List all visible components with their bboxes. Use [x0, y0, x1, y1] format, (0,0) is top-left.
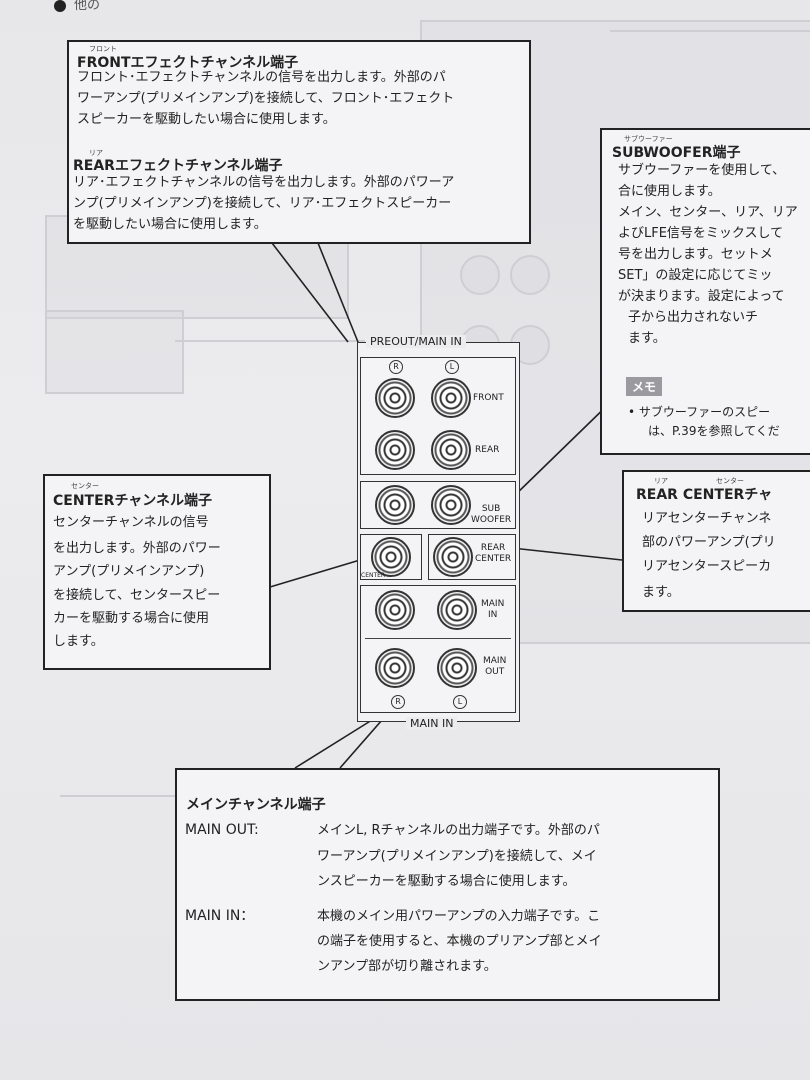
front-line-2: ワーアンプ(プリメインアンプ)を接続して、フロント･エフェクト — [77, 91, 455, 106]
subwoofer-jack-1 — [375, 485, 415, 525]
main-divider — [365, 638, 511, 639]
subwoofer-line-8: 子から出力されないチ — [628, 310, 759, 325]
front-line-1: フロント･エフェクトチャンネルの信号を出力します。外部のパ — [77, 70, 446, 85]
center-label: CENTER — [361, 572, 386, 579]
main-in-term: MAIN IN： — [185, 908, 255, 924]
panel-header: PREOUT/MAIN IN — [366, 335, 466, 348]
rear-line-3: を駆動したい場合に使用します。 — [73, 217, 267, 232]
subwoofer-line-7: が決まります。設定によって — [618, 289, 785, 304]
leader-rear-center — [511, 547, 623, 561]
rear-center-line-2: 部のパワーアンプ(プリ — [642, 535, 776, 550]
subwoofer-line-5: 号を出力します。セットメ — [618, 247, 773, 262]
top-fragment-text: 他の — [74, 0, 101, 13]
leader-center — [269, 559, 361, 588]
center-section: CENTER — [360, 534, 422, 580]
center-line-3: アンプ(プリメインアンプ) — [53, 564, 205, 579]
front-line-3: スピーカーを駆動したい場合に使用します。 — [77, 112, 336, 127]
front-r-jack — [375, 378, 415, 418]
rear-center-ruby-1: リア — [654, 477, 668, 485]
rear-center-jack — [433, 537, 473, 577]
main-channel-callout: メインチャンネル端子 MAIN OUT: メインL, Rチャンネルの出力端子です… — [175, 768, 720, 1001]
rear-center-line-3: リアセンタースピーカ — [642, 559, 772, 574]
main-in-line-2: の端子を使用すると、本機のプリアンプ部とメイ — [317, 934, 602, 949]
rear-center-callout: リア センター REAR CENTERチャ リアセンターチャンネ 部のパワーアン… — [622, 470, 810, 612]
front-ruby: フロント — [89, 45, 117, 53]
l-mark-bottom-icon: L — [453, 695, 467, 709]
r-mark-icon: R — [389, 360, 403, 374]
main-out-l-jack — [437, 648, 477, 688]
panel-footer: MAIN IN — [406, 717, 458, 730]
center-line-4: を接続して、センタースピー — [53, 588, 221, 603]
rear-label: REAR — [475, 445, 500, 455]
memo-line-2: は、P.39を参照してくだ — [648, 424, 780, 438]
memo-badge: メモ — [626, 377, 663, 396]
subwoofer-line-4: よびLFE信号をミックスして — [618, 226, 784, 241]
center-line-5: カーを駆動する場合に使用 — [53, 611, 210, 626]
main-in-line-1: 本機のメイン用パワーアンプの入力端子です。こ — [317, 909, 601, 924]
center-line-6: します。 — [53, 634, 104, 649]
front-rear-section: R L FRONT REAR — [360, 357, 516, 475]
rear-line-1: リア･エフェクトチャンネルの信号を出力します。外部のパワーア — [73, 175, 455, 190]
preout-terminal-panel: PREOUT/MAIN IN R L FRONT REAR SUB WOOFER… — [357, 335, 520, 730]
main-title: メインチャンネル端子 — [186, 797, 326, 813]
subwoofer-title: SUBWOOFER端子 — [612, 145, 741, 161]
main-out-line-1: メインL, Rチャンネルの出力端子です。外部のパ — [317, 823, 600, 838]
main-out-line-2: ワーアンプ(プリメインアンプ)を接続して、メイ — [317, 849, 597, 864]
rear-center-line-4: ます。 — [642, 585, 680, 600]
subwoofer-callout: サブウーファー SUBWOOFER端子 サブウーファーを使用して、 合に使用しま… — [600, 128, 810, 455]
main-in-label: MAIN IN — [481, 599, 505, 620]
rear-center-label: REAR CENTER — [475, 543, 512, 564]
rear-line-2: ンプ(プリメインアンプ)を接続して、リア･エフェクトスピーカー — [73, 196, 452, 211]
memo-line-1: • サブウーファーのスピー — [628, 405, 771, 419]
rear-r-jack — [375, 430, 415, 470]
background-jack — [510, 255, 550, 295]
front-l-jack — [431, 378, 471, 418]
center-title: CENTERチャンネル端子 — [53, 493, 213, 509]
center-ruby: センター — [71, 482, 99, 490]
leader-front — [271, 242, 349, 343]
subwoofer-label: SUB WOOFER — [471, 504, 512, 525]
main-out-term: MAIN OUT: — [185, 822, 259, 838]
background-wire — [610, 30, 810, 32]
main-out-line-3: ンスピーカーを駆動する場合に使用します。 — [317, 874, 576, 889]
center-jack — [371, 537, 411, 577]
r-mark-bottom-icon: R — [391, 695, 405, 709]
rear-center-line-1: リアセンターチャンネ — [642, 511, 772, 526]
main-section: MAIN IN MAIN OUT R L — [360, 585, 516, 713]
main-in-l-jack — [437, 590, 477, 630]
leader-main-2 — [339, 719, 383, 769]
subwoofer-line-6: SET」の設定に応じてミッ — [618, 268, 773, 283]
leader-main — [294, 719, 373, 769]
main-in-line-3: ンアンプ部が切り離されます。 — [317, 959, 497, 974]
front-rear-callout: フロント FRONTエフェクトチャンネル端子 フロント･エフェクトチャンネルの信… — [67, 40, 531, 244]
front-label: FRONT — [473, 393, 504, 403]
background-device-outline-left2 — [45, 310, 184, 394]
main-in-r-jack — [375, 590, 415, 630]
subwoofer-ruby: サブウーファー — [624, 135, 673, 143]
center-line-2: を出力します。外部のパワー — [53, 541, 221, 556]
subwoofer-jack-2 — [431, 485, 471, 525]
subwoofer-line-3: メイン、センター、リア、リア — [618, 205, 798, 220]
rear-title: REARエフェクトチャンネル端子 — [73, 158, 283, 174]
background-jack — [460, 255, 500, 295]
subwoofer-line-1: サブウーファーを使用して、 — [618, 163, 786, 178]
l-mark-icon: L — [445, 360, 459, 374]
rear-center-title: REAR CENTERチャ — [636, 487, 773, 503]
center-line-1: センターチャンネルの信号 — [53, 515, 209, 530]
main-out-label: MAIN OUT — [483, 656, 507, 677]
front-title: FRONTエフェクトチャンネル端子 — [77, 55, 299, 71]
leader-rear — [317, 242, 359, 343]
background-wire — [175, 340, 365, 342]
rear-center-ruby-2: センター — [716, 477, 744, 485]
subwoofer-line-9: ます。 — [628, 331, 666, 346]
rear-center-section: REAR CENTER — [428, 534, 516, 580]
subwoofer-line-2: 合に使用します。 — [618, 184, 721, 199]
rear-l-jack — [431, 430, 471, 470]
main-out-r-jack — [375, 648, 415, 688]
subwoofer-section: SUB WOOFER — [360, 481, 516, 529]
center-callout: センター CENTERチャンネル端子 センターチャンネルの信号 を出力します。外… — [43, 474, 271, 670]
rear-ruby: リア — [89, 149, 103, 157]
top-bullet-icon — [54, 0, 66, 12]
